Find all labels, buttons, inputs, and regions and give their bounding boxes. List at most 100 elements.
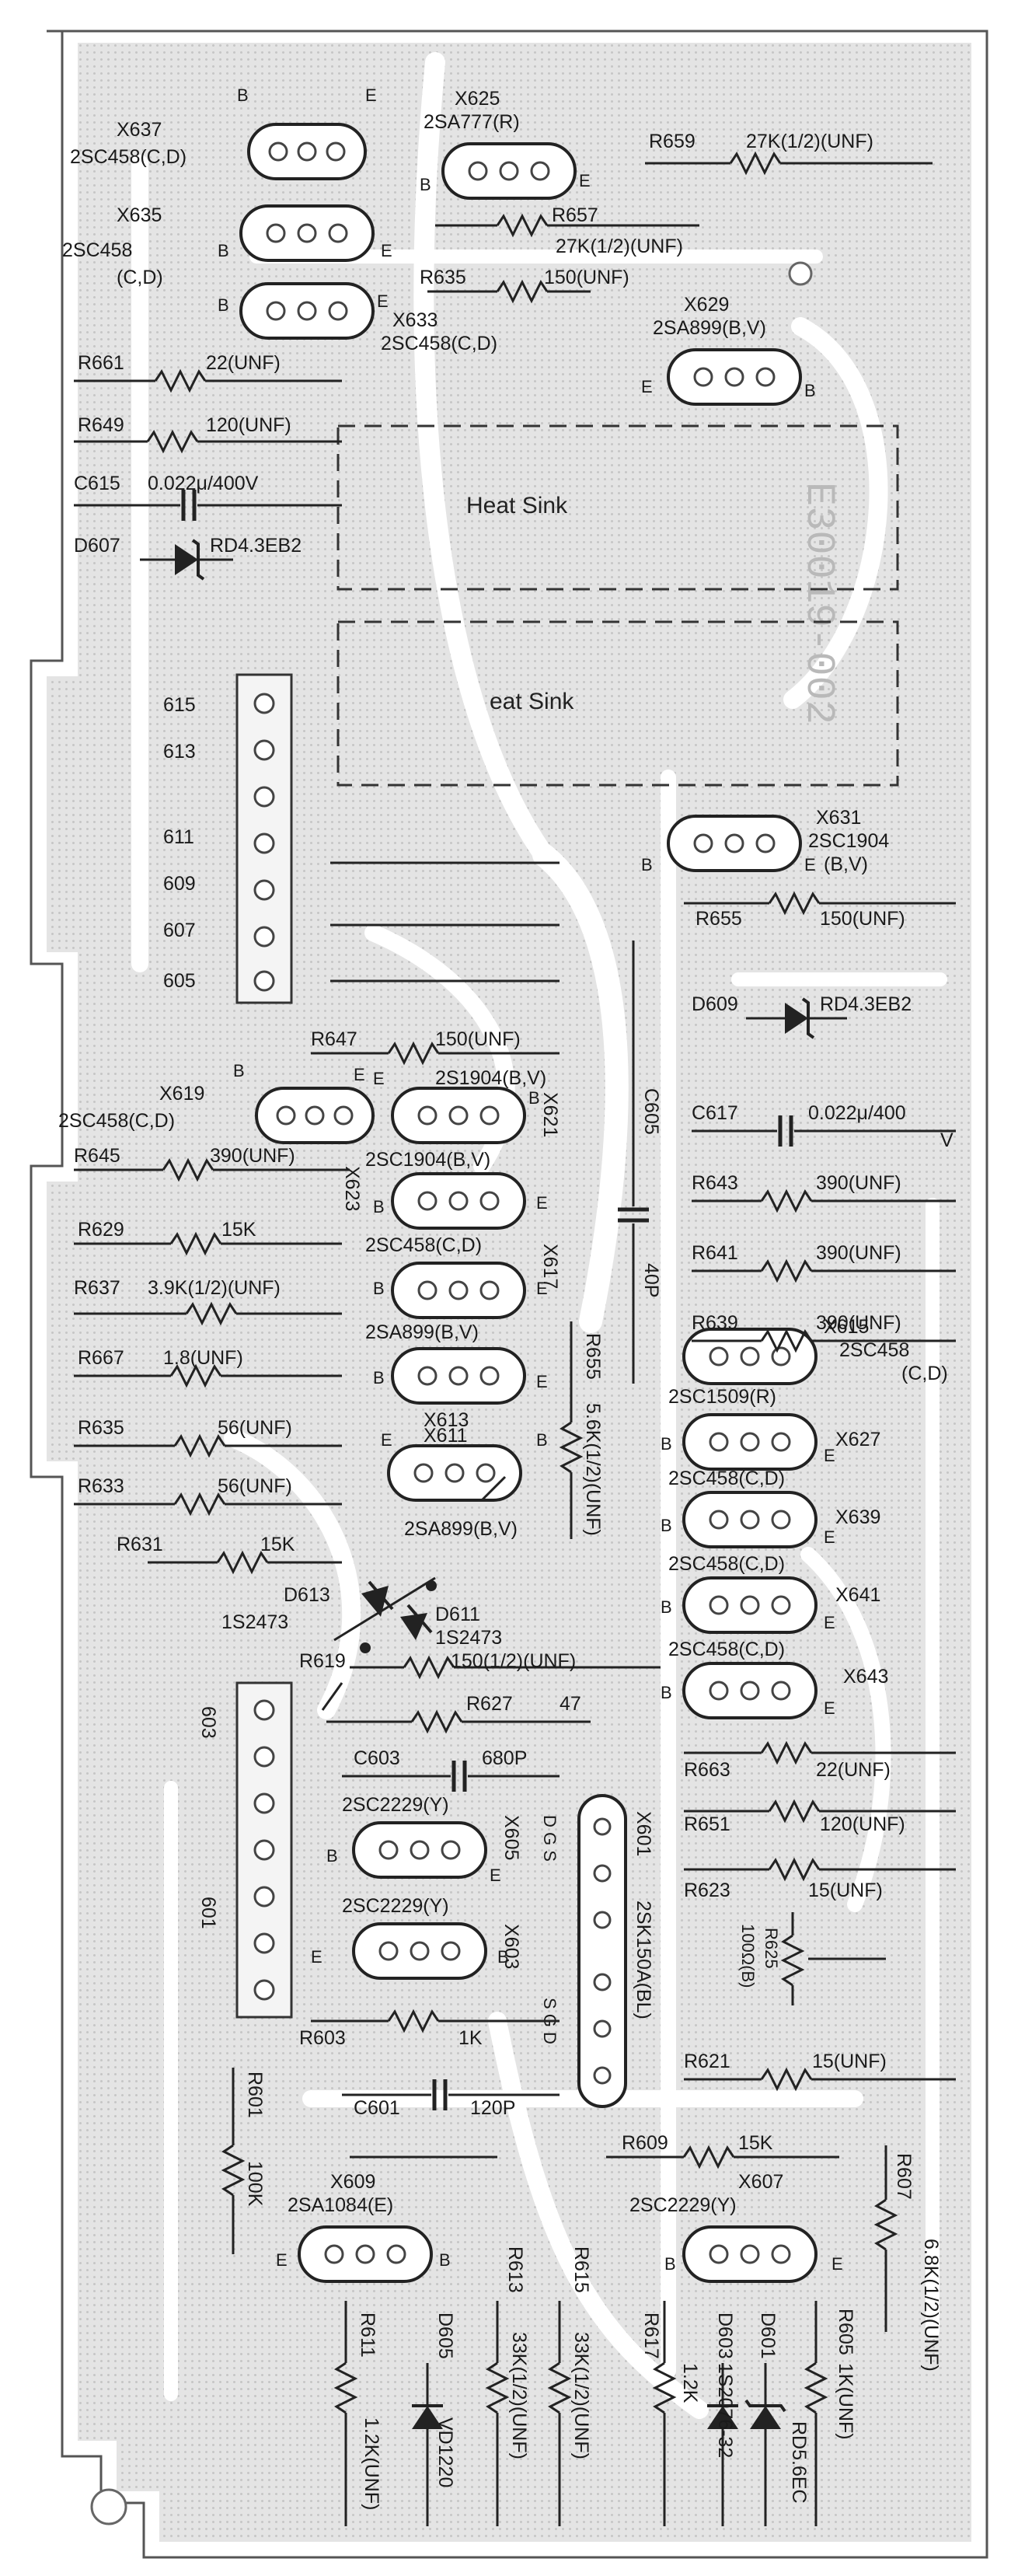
r647-value: 150(UNF)	[435, 1028, 521, 1050]
x611-ref: X611	[424, 1425, 468, 1447]
r633-value: 56(UNF)	[218, 1475, 292, 1497]
r613-value: 33K(1/2)(UNF)	[508, 2332, 530, 2459]
r609-value: 15K	[738, 2132, 773, 2154]
x617-ref: X617	[539, 1244, 561, 1289]
c603-value: 680P	[482, 1747, 527, 1769]
x639-ref: X639	[835, 1506, 880, 1528]
svg-text:E: E	[365, 86, 377, 105]
svg-text:B: B	[641, 855, 653, 874]
svg-text:E: E	[641, 377, 653, 396]
connector-pin-603: 603	[197, 1706, 219, 1739]
svg-text:B: B	[661, 1434, 672, 1454]
r621-value: 15(UNF)	[812, 2051, 887, 2072]
d607-part: RD4.3EB2	[210, 535, 302, 557]
r605-value: 1K(UNF)	[835, 2363, 856, 2440]
svg-text:B: B	[237, 86, 249, 105]
x621-part: 2S1904(B,V)	[435, 1067, 546, 1089]
r649-value: 120(UNF)	[206, 414, 291, 436]
r641-value: 390(UNF)	[816, 1242, 901, 1264]
svg-text:B: B	[373, 1279, 385, 1298]
r655b-value: 5.6K(1/2)(UNF)	[582, 1403, 604, 1536]
r617-ref: R617	[640, 2312, 662, 2359]
r621-ref: R621	[684, 2051, 730, 2072]
x643-part: 2SC458(C,D)	[668, 1639, 785, 1660]
c601-ref: C601	[354, 2097, 400, 2119]
r661-value: 22(UNF)	[206, 352, 281, 374]
r657-value: 27K(1/2)(UNF)	[556, 236, 683, 257]
svg-text:B: B	[218, 241, 229, 260]
svg-text:E: E	[579, 171, 591, 190]
r615-ref: R615	[570, 2246, 592, 2293]
r639-value: 390(UNF)	[816, 1312, 901, 1334]
d601-ref: D601	[757, 2312, 779, 2359]
x633-part: 2SC458(C,D)	[381, 333, 497, 354]
x619-ref: X619	[159, 1083, 204, 1105]
x635-ref: X635	[117, 204, 162, 226]
transistor-packages	[239, 123, 818, 2283]
x615-ref: X615	[824, 1316, 869, 1338]
svg-text:V: V	[940, 1129, 954, 1151]
c617-value: 0.022μ/400	[808, 1102, 906, 1124]
r635b-value: 56(UNF)	[218, 1417, 292, 1439]
resistors: R659 27K(1/2)(UNF) R657 27K(1/2)(UNF) R6…	[74, 131, 956, 2526]
r655-ref: R655	[696, 908, 742, 930]
r643-ref: R643	[692, 1172, 738, 1194]
x631-ref: X631	[816, 807, 861, 829]
connector-pin-615: 615	[163, 694, 196, 716]
x609-ref: X609	[330, 2171, 375, 2193]
connector-pin-607: 607	[163, 920, 196, 941]
connector-pin-601: 601	[197, 1897, 219, 1929]
svg-text:Heat Sink: Heat Sink	[466, 493, 568, 518]
svg-text:B: B	[661, 1683, 672, 1702]
r627-value: 47	[560, 1693, 581, 1715]
svg-text:B: B	[373, 1368, 385, 1387]
r607-ref: R607	[893, 2153, 915, 2200]
svg-text:B: B	[664, 2254, 676, 2274]
svg-text:E: E	[377, 291, 389, 311]
svg-text:B: B	[528, 1088, 540, 1108]
c615-ref: C615	[74, 473, 120, 494]
r633-ref: R633	[78, 1475, 124, 1497]
r643-value: 390(UNF)	[816, 1172, 901, 1194]
r657-ref: R657	[552, 204, 598, 226]
x623-part: 2SC1904(B,V)	[365, 1149, 490, 1171]
svg-text:E: E	[804, 855, 816, 874]
svg-text:B: B	[420, 175, 431, 194]
svg-text:E: E	[276, 2250, 288, 2270]
d613-ref: D613	[284, 1584, 330, 1606]
d605-ref: D605	[434, 2312, 456, 2359]
x613-part: 2SA899(B,V)	[365, 1321, 479, 1343]
d603-part: 1S2076-32	[714, 2363, 736, 2458]
r619-ref: R619	[299, 1650, 346, 1672]
connector-upper: 615 613 611 609 607 605	[163, 673, 293, 1004]
x607-part: 2SC2229(Y)	[629, 2194, 737, 2216]
x627-ref: X627	[835, 1429, 880, 1450]
svg-text:D G S: D G S	[540, 1815, 560, 1862]
c601-value: 120P	[470, 2097, 515, 2119]
svg-text:E: E	[536, 1193, 548, 1213]
connector-pin-613: 613	[163, 741, 196, 763]
r659-value: 27K(1/2)(UNF)	[746, 131, 873, 152]
svg-text:E: E	[311, 1947, 322, 1967]
r605-ref: R605	[835, 2309, 856, 2355]
r655-value: 150(UNF)	[820, 908, 905, 930]
x637-part: 2SC458(C,D)	[70, 146, 187, 168]
jumper-wires	[321, 861, 560, 2159]
r637-ref: R637	[74, 1277, 120, 1299]
heat-sink-2: eat Sink	[336, 620, 899, 787]
svg-text:E: E	[381, 241, 392, 260]
svg-text:E: E	[824, 1613, 835, 1632]
x621-ref: X621	[539, 1092, 561, 1137]
svg-text:B: B	[233, 1061, 245, 1080]
r645-value: 390(UNF)	[210, 1145, 295, 1167]
r611-ref: R611	[357, 2312, 378, 2358]
r635-value: 150(UNF)	[544, 267, 629, 288]
svg-text:B: B	[497, 1947, 509, 1967]
heat-sink-1: Heat Sink	[336, 424, 899, 591]
x625-part: 2SA777(R)	[424, 111, 520, 133]
d609-ref: D609	[692, 993, 738, 1015]
x611-part: 2SA899(B,V)	[404, 1518, 518, 1540]
r619-value: 150(1/2)(UNF)	[451, 1650, 576, 1672]
r631-ref: R631	[117, 1534, 163, 1555]
r611-value: 1.2K(UNF)	[361, 2417, 382, 2510]
